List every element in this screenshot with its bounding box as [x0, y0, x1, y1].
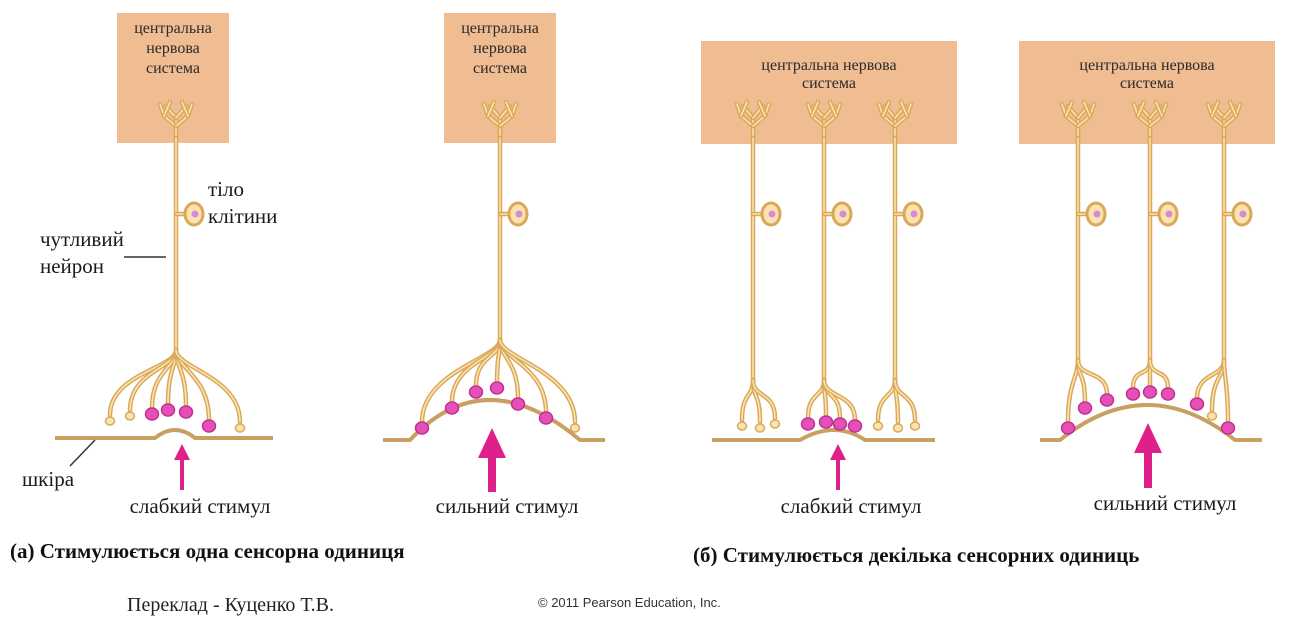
weak-stimulus-arrow-b — [830, 444, 846, 490]
active-receptor — [1062, 422, 1075, 434]
active-receptor — [1101, 394, 1114, 406]
neuron-b2-right — [1191, 102, 1252, 434]
caption-b: (б) Стимулюється декілька сенсорних один… — [693, 543, 1139, 567]
active-receptor — [1144, 386, 1157, 398]
neuron-b1-center — [802, 102, 862, 432]
active-receptor — [1162, 388, 1175, 400]
active-receptor — [820, 416, 833, 428]
weak-stimulus-arrow-a — [174, 444, 190, 490]
cns-label-a1-line1: центральна — [134, 20, 212, 37]
skin-label: шкіра — [22, 467, 75, 491]
active-receptor — [834, 418, 847, 430]
active-receptor — [802, 418, 815, 430]
inactive-receptor — [911, 422, 920, 430]
active-receptor — [1127, 388, 1140, 400]
inactive-receptor — [874, 422, 883, 430]
cns-label-a1-line3: система — [146, 60, 200, 77]
active-receptor — [849, 420, 862, 432]
active-receptor — [470, 386, 483, 398]
active-receptor — [1222, 422, 1235, 434]
inactive-receptor — [106, 417, 115, 425]
neuron-b1-left — [737, 102, 780, 432]
active-receptor — [416, 422, 429, 434]
cns-label-b2-line2: система — [1120, 75, 1174, 92]
sensory-neuron-label-line1: чутливий — [40, 227, 124, 251]
neuron-a2 — [416, 102, 580, 434]
caption-a: (а) Стимулюється одна сенсорна одиниця — [10, 539, 405, 563]
cns-label-a2-line2: нервова — [473, 40, 527, 57]
skin-leader-line — [70, 440, 95, 466]
cns-label-b1-line2: система — [802, 75, 856, 92]
stimulus-label-a1: слабкий стимул — [130, 494, 271, 518]
cns-label-a1-line2: нервова — [146, 40, 200, 57]
copyright-notice: © 2011 Pearson Education, Inc. — [538, 595, 721, 610]
inactive-receptor — [126, 412, 135, 420]
active-receptor — [491, 382, 504, 394]
neuron-b2-center — [1127, 102, 1178, 400]
cns-label-a2-line1: центральна — [461, 20, 539, 37]
active-receptor — [203, 420, 216, 432]
translation-credit: Переклад - Куценко Т.В. — [127, 594, 334, 616]
stimulus-label-b2: сильний стимул — [1094, 491, 1237, 515]
inactive-receptor — [771, 420, 780, 428]
cns-label-b1-line1: центральна нервова — [761, 57, 896, 74]
inactive-receptor — [894, 424, 903, 432]
inactive-receptor — [738, 422, 747, 430]
sensory-neurons — [106, 102, 1252, 434]
inactive-receptor — [236, 424, 245, 432]
cns-label-a2-line3: система — [473, 60, 527, 77]
active-receptor — [162, 404, 175, 416]
active-receptor — [540, 412, 553, 424]
inactive-receptor — [571, 424, 580, 432]
neuron-b1-right — [874, 102, 923, 432]
active-receptor — [180, 406, 193, 418]
strong-stimulus-arrow-a — [478, 428, 506, 492]
cns-label-b2-line1: центральна нервова — [1079, 57, 1214, 74]
stimulus-label-b1: слабкий стимул — [781, 494, 922, 518]
active-receptor — [146, 408, 159, 420]
active-receptor — [1079, 402, 1092, 414]
inactive-receptor — [756, 424, 765, 432]
neuron-b2-left — [1062, 102, 1114, 434]
active-receptor — [512, 398, 525, 410]
active-receptor — [446, 402, 459, 414]
stimulus-label-a2: сильний стимул — [436, 494, 579, 518]
cell-body-label-line2: клітини — [208, 204, 277, 228]
sensory-neuron-label-line2: нейрон — [40, 254, 104, 278]
neuron-a1 — [106, 102, 245, 432]
active-receptor — [1191, 398, 1204, 410]
cell-body-label-line1: тіло — [208, 177, 244, 201]
strong-stimulus-arrow-b — [1134, 423, 1162, 488]
inactive-receptor — [1208, 412, 1217, 420]
